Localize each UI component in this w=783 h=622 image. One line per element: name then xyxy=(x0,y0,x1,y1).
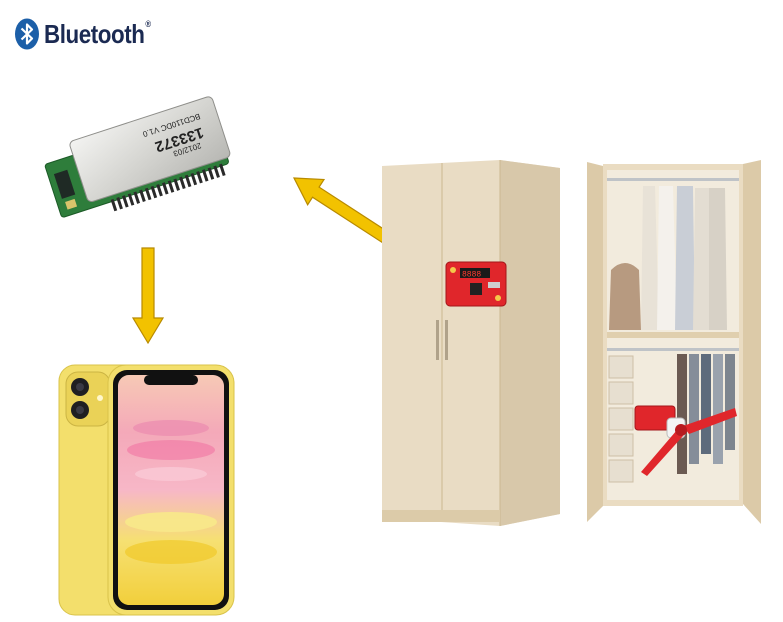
arrow-down xyxy=(132,247,164,345)
bluetooth-module: 133372 2012/03 BCD110DC V1.0 xyxy=(44,96,231,218)
board-display-text: 8888 xyxy=(462,271,481,280)
wardrobe-closed: 8888 xyxy=(382,160,560,526)
fan xyxy=(634,405,737,476)
smartphone xyxy=(58,364,235,616)
wardrobe-open xyxy=(587,160,761,524)
circuit-board: 8888 xyxy=(445,261,507,307)
bluetooth-logo: Bluetooth® xyxy=(14,18,168,50)
bluetooth-icon xyxy=(15,18,39,50)
bluetooth-wordmark: Bluetooth® xyxy=(44,18,151,49)
